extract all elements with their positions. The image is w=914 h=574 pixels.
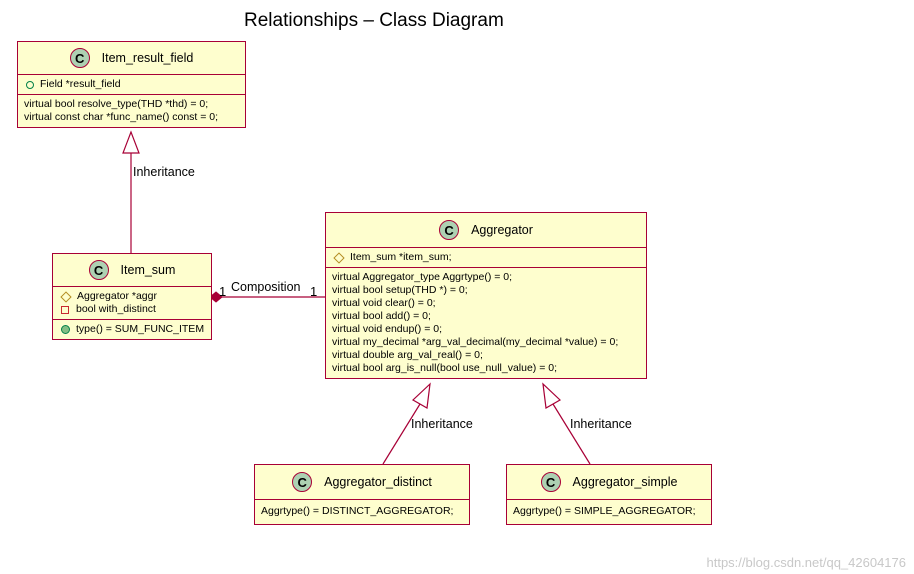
inheritance-arrowhead-simple bbox=[542, 382, 562, 409]
method-row: virtual void clear() = 0; bbox=[332, 297, 436, 309]
class-name: Aggregator_distinct bbox=[324, 475, 432, 489]
composition-diamond bbox=[209, 291, 223, 303]
class-aggregator-distinct[interactable]: C Aggregator_distinct Aggrtype() = DISTI… bbox=[254, 464, 470, 525]
inheritance-label: Inheritance bbox=[570, 417, 632, 431]
methods-section: Aggrtype() = DISTINCT_AGGREGATOR; bbox=[255, 500, 469, 524]
class-name: Aggregator bbox=[471, 223, 533, 237]
class-name: Item_result_field bbox=[101, 51, 194, 65]
field-row: Aggregator *aggr bbox=[59, 290, 205, 303]
method-row: Aggrtype() = DISTINCT_AGGREGATOR; bbox=[261, 505, 454, 517]
method-text: type() = SUM_FUNC_ITEM bbox=[76, 323, 205, 335]
field-text: bool with_distinct bbox=[76, 303, 156, 315]
class-badge-icon: C bbox=[88, 260, 109, 280]
methods-section: Aggrtype() = SIMPLE_AGGREGATOR; bbox=[507, 500, 711, 524]
fields-section: Aggregator *aggr bool with_distinct bbox=[53, 287, 211, 319]
public-visibility-icon bbox=[26, 80, 34, 89]
class-aggregator[interactable]: C Aggregator Item_sum *item_sum; virtual… bbox=[325, 212, 647, 379]
class-badge-icon: C bbox=[439, 220, 460, 240]
method-row: virtual Aggregator_type Aggrtype() = 0; bbox=[332, 271, 513, 283]
method-row: Aggrtype() = SIMPLE_AGGREGATOR; bbox=[513, 505, 696, 517]
public-method-icon bbox=[61, 325, 70, 334]
field-text: Field *result_field bbox=[40, 78, 121, 90]
class-header: C Aggregator_distinct bbox=[255, 465, 469, 500]
fields-section: Field *result_field bbox=[18, 75, 245, 94]
inheritance-arrowhead-distinct bbox=[411, 382, 431, 409]
class-item-sum[interactable]: C Item_sum Aggregator *aggr bool with_di… bbox=[52, 253, 212, 340]
inheritance-line-distinct bbox=[382, 403, 421, 465]
class-name: Item_sum bbox=[120, 263, 176, 277]
method-row: virtual bool arg_is_null(bool use_null_v… bbox=[332, 362, 558, 374]
diagram-title: Relationships – Class Diagram bbox=[244, 10, 504, 31]
watermark-text: https://blog.csdn.net/qq_42604176 bbox=[706, 555, 907, 570]
inheritance-label: Inheritance bbox=[133, 165, 195, 179]
field-text: Aggregator *aggr bbox=[77, 290, 157, 302]
class-header: C Item_result_field bbox=[18, 42, 245, 75]
composition-multiplicity-right: 1 bbox=[310, 284, 318, 299]
method-row: virtual my_decimal *arg_val_decimal(my_d… bbox=[332, 336, 619, 348]
field-text: Item_sum *item_sum; bbox=[350, 251, 452, 263]
field-row: Item_sum *item_sum; bbox=[332, 251, 640, 264]
class-badge-icon: C bbox=[540, 472, 561, 492]
method-row: virtual bool add() = 0; bbox=[332, 310, 431, 322]
method-row: virtual bool resolve_type(THD *thd) = 0; bbox=[24, 98, 209, 110]
method-row: virtual double arg_val_real() = 0; bbox=[332, 349, 483, 361]
class-aggregator-simple[interactable]: C Aggregator_simple Aggrtype() = SIMPLE_… bbox=[506, 464, 712, 525]
class-name: Aggregator_simple bbox=[572, 475, 678, 489]
class-header: C Aggregator_simple bbox=[507, 465, 711, 500]
inheritance-arrowhead-item-sum bbox=[122, 130, 140, 154]
class-badge-icon: C bbox=[292, 472, 313, 492]
protected-visibility-icon bbox=[333, 251, 345, 264]
methods-section: virtual bool resolve_type(THD *thd) = 0;… bbox=[18, 94, 245, 127]
protected-visibility-icon bbox=[60, 290, 72, 303]
method-row: type() = SUM_FUNC_ITEM bbox=[59, 323, 205, 336]
method-row: virtual bool setup(THD *) = 0; bbox=[332, 284, 468, 296]
method-row: virtual const char *func_name() const = … bbox=[24, 111, 219, 123]
methods-section: virtual Aggregator_type Aggrtype() = 0; … bbox=[326, 267, 646, 378]
composition-multiplicity-left: 1 bbox=[219, 284, 227, 299]
method-row: virtual void endup() = 0; bbox=[332, 323, 443, 335]
class-item-result-field[interactable]: C Item_result_field Field *result_field … bbox=[17, 41, 246, 128]
class-header: C Item_sum bbox=[53, 254, 211, 287]
methods-section: type() = SUM_FUNC_ITEM bbox=[53, 319, 211, 339]
inheritance-label: Inheritance bbox=[411, 417, 473, 431]
composition-label: Composition bbox=[231, 280, 301, 294]
fields-section: Item_sum *item_sum; bbox=[326, 248, 646, 267]
class-header: C Aggregator bbox=[326, 213, 646, 248]
inheritance-line-simple bbox=[552, 403, 591, 465]
field-row: Field *result_field bbox=[24, 78, 239, 91]
private-visibility-icon bbox=[61, 305, 69, 314]
field-row: bool with_distinct bbox=[59, 303, 205, 316]
class-badge-icon: C bbox=[69, 48, 90, 68]
